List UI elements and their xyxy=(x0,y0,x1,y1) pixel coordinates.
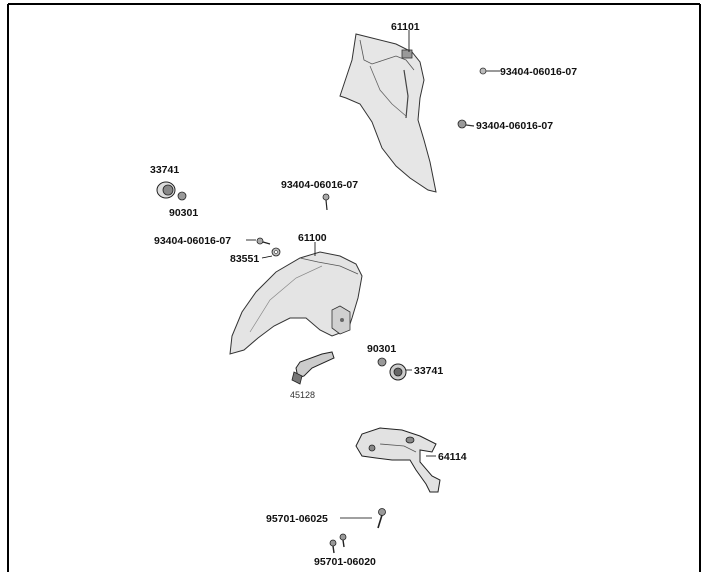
label-93404-b: 93404-06016-07 xyxy=(476,120,553,132)
label-95701-a: 95701-06025 xyxy=(266,513,328,525)
collar-90301-icon xyxy=(177,191,187,201)
label-90301-a: 90301 xyxy=(169,207,198,219)
screw-icon xyxy=(457,119,475,129)
label-95701-b: 95701-06020 xyxy=(314,556,376,568)
grommet-33741-icon xyxy=(156,181,176,199)
grommet-33741-icon xyxy=(389,363,407,381)
bracket-64114 xyxy=(355,427,441,493)
label-33741-a: 33741 xyxy=(150,164,179,176)
washer-83551-icon xyxy=(271,247,281,257)
label-33741-b: 33741 xyxy=(414,365,443,377)
label-61101: 61101 xyxy=(391,21,420,33)
screw-icon xyxy=(256,237,271,245)
label-93404-c: 93404-06016-07 xyxy=(281,179,358,191)
label-83551: 83551 xyxy=(230,253,259,265)
bolt-icon xyxy=(329,539,337,554)
screw-icon xyxy=(479,67,496,75)
screw-icon xyxy=(322,193,330,211)
front-fender-61100 xyxy=(229,251,363,355)
label-90301-b: 90301 xyxy=(367,343,396,355)
clip-45128-icon xyxy=(291,351,335,385)
label-45128: 45128 xyxy=(290,390,315,400)
collar-90301-icon xyxy=(377,357,387,367)
label-64114: 64114 xyxy=(438,451,467,463)
bolt-icon xyxy=(339,533,347,548)
label-93404-d: 93404-06016-07 xyxy=(154,235,231,247)
label-61100: 61100 xyxy=(298,232,327,244)
bolt-icon xyxy=(377,508,386,529)
inner-fender-61101 xyxy=(339,33,437,193)
label-93404-a: 93404-06016-07 xyxy=(500,66,577,78)
